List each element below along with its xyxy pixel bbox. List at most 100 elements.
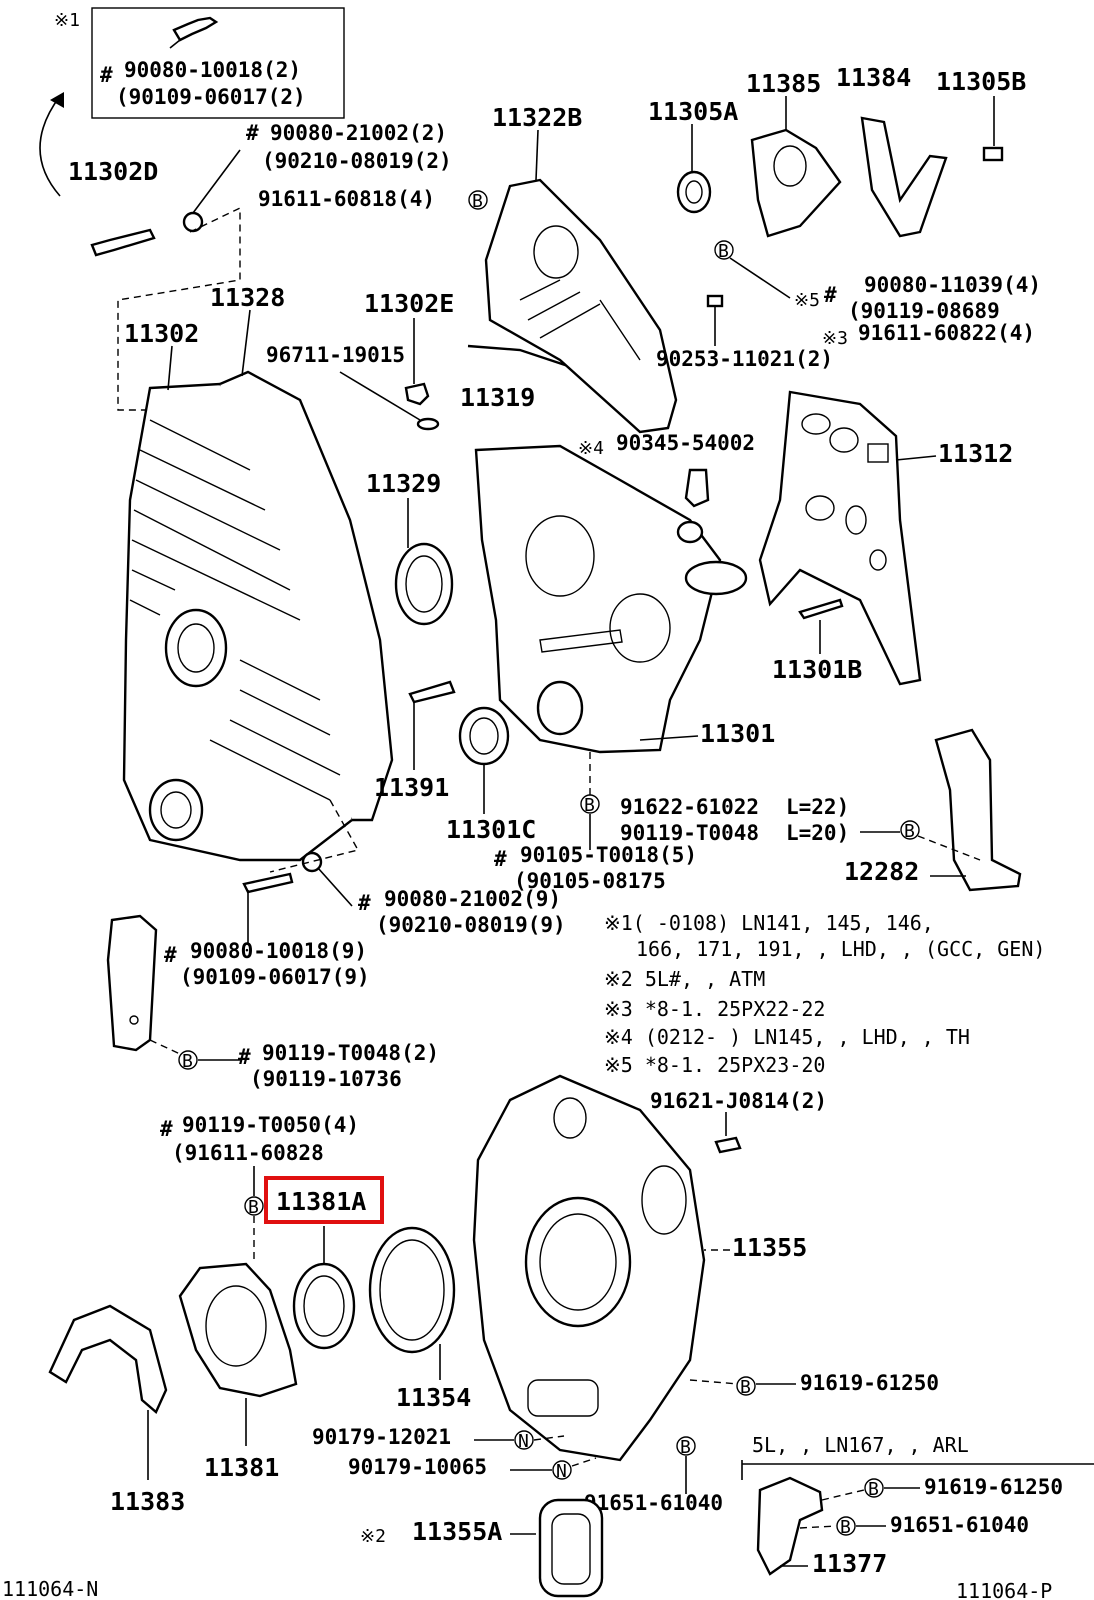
part-91619-61250-b[interactable]: 91619-61250 [924,1475,1063,1499]
part-90105-T0018[interactable]: 90105-T0018(5) [520,843,697,867]
gasket-11312: 11312 11301B [758,390,1013,686]
part-90080-21002-2[interactable]: 90080-21002(2) [270,121,447,145]
label-11305A[interactable]: 11305A [648,97,738,126]
inset-arrow [39,95,61,197]
svg-text:#: # [164,943,177,967]
part-90109-06017-2[interactable]: (90109-06017(2) [116,85,306,109]
svg-text:#: # [494,847,507,871]
part-90179-12021[interactable]: 90179-12021 [312,1425,451,1449]
n-markers: 90179-12021 N 90179-10065 N [312,1425,597,1482]
retainer-11381: 11381 11383 [48,1262,298,1516]
label-11329[interactable]: 11329 [366,469,441,498]
label-11328[interactable]: 11328 [210,283,285,312]
label-11301C[interactable]: 11301C [446,815,536,844]
label-12282[interactable]: 12282 [844,857,919,886]
label-11319[interactable]: 11319 [460,383,535,412]
inset-bolt [172,16,219,42]
plug-90345: ※4 90345-54002 [578,431,755,508]
svg-text:B: B [182,1051,193,1072]
cover-plate-11322B: 11322B [484,103,678,434]
svg-text:※2: ※2 [360,1526,386,1547]
part-90119-T0050[interactable]: 90119-T0050(4) [182,1113,359,1137]
label-11381[interactable]: 11381 [204,1453,279,1482]
part-91651-61040-b[interactable]: 91651-61040 [890,1513,1029,1537]
part-91611-60828[interactable]: (91611-60828 [172,1141,324,1165]
seal-11305A: 11305A [648,97,738,214]
note-2: ※2 5L#, , ATM [604,967,765,991]
note-3: ※3 *8-1. 25PX22-22 [604,997,825,1021]
svg-text:N: N [556,1461,567,1482]
arrow-head-icon [50,92,64,108]
part-90179-10065[interactable]: 90179-10065 [348,1455,487,1479]
note-4: ※4 (0212- ) LN145, , LHD, , TH [604,1025,970,1049]
part-90109-06017-9[interactable]: (90109-06017(9) [180,965,370,989]
part-96711-19015[interactable]: 96711-19015 [266,343,405,367]
part-L22: L=22) [786,795,849,819]
note-1a: ※1( -0108) LN141, 145, 146, [604,911,934,935]
part-91619-61250-a[interactable]: 91619-61250 [800,1371,939,1395]
part-90080-10018-2[interactable]: 90080-10018(2) [124,58,301,82]
label-11355A[interactable]: 11355A [412,1517,502,1546]
part-90080-10018-9[interactable]: 90080-10018(9) [190,939,367,963]
ref1-mark: ※1 [54,10,80,31]
part-90119-T0048-2[interactable]: 90119-T0048(2) [262,1041,439,1065]
svg-text:#: # [358,891,371,915]
svg-text:※3: ※3 [822,328,848,349]
label-11302E[interactable]: 11302E [364,289,454,318]
label-11305B[interactable]: 11305B [936,67,1026,96]
svg-text:#: # [100,63,113,87]
label-11312[interactable]: 11312 [938,439,1013,468]
part-91622-61022[interactable]: 91622-61022 [620,795,759,819]
label-11377[interactable]: 11377 [812,1549,887,1578]
part-90080-11039[interactable]: 90080-11039(4) [864,273,1041,297]
part-90105-08175[interactable]: (90105-08175 [514,869,666,893]
svg-text:B: B [740,1377,751,1398]
part-91611-60818[interactable]: 91611-60818(4) [258,187,435,211]
svg-text:#: # [160,1117,173,1141]
part-90119-T0048[interactable]: 90119-T0048 [620,821,759,845]
inset-box: ※1 # 90080-10018(2) (90109-06017(2) [39,7,345,197]
bracket-11377: 5L, , LN167, , ARL B 91619-61250 B 91651… [741,1433,1094,1578]
left-bracket: B # 90119-T0048(2) (90119-10736 [106,914,439,1091]
part-90119-10736[interactable]: (90119-10736 [250,1067,402,1091]
bracket-12282: B 12282 [844,728,1022,892]
label-11302D[interactable]: 11302D [68,157,158,186]
svg-text:※5: ※5 [794,290,820,311]
label-11355[interactable]: 11355 [732,1233,807,1262]
parts-11302E-group: 11302E 96711-19015 11319 [266,289,641,431]
part-90119-08689[interactable]: (90119-08689 [848,299,1000,323]
timing-cover-11302: 11302 11328 [122,283,394,862]
stud-11302D: 11302D # 90080-21002(2) (90210-08019(2) … [68,121,488,411]
svg-text:※4: ※4 [578,438,604,459]
label-11354[interactable]: 11354 [396,1383,471,1412]
label-11385[interactable]: 11385 [746,69,821,98]
svg-text:B: B [904,821,915,842]
label-11302[interactable]: 11302 [124,319,199,348]
figure-id-right: 111064-P [956,1579,1052,1600]
svg-text:B: B [718,241,729,262]
part-90210-08019-2[interactable]: (90210-08019(2) [262,149,452,173]
svg-text:B: B [584,795,595,816]
part-90253-11021[interactable]: 90253-11021(2) [656,347,833,371]
label-11301B[interactable]: 11301B [772,655,862,684]
label-11384[interactable]: 11384 [836,63,911,92]
part-91621-J0814[interactable]: 91621-J0814(2) [650,1089,827,1113]
highlight-box [264,1176,384,1224]
svg-text:B: B [680,1437,691,1458]
svg-text:#: # [246,121,259,145]
label-11391[interactable]: 11391 [374,773,449,802]
label-11383[interactable]: 11383 [110,1487,185,1516]
part-90080-21002-9[interactable]: 90080-21002(9) [384,887,561,911]
note-5: ※5 *8-1. 25PX23-20 [604,1053,825,1077]
label-11322B[interactable]: 11322B [492,103,582,132]
part-90210-08019-9[interactable]: (90210-08019(9) [376,913,566,937]
part-90345-54002[interactable]: 90345-54002 [616,431,755,455]
end-plate-11355: 11355 91621-J0814(2) B 91619-61250 B 916… [472,1074,939,1515]
part-91611-60822[interactable]: 91611-60822(4) [858,321,1035,345]
cover-11355A: ※2 11355A [360,1498,604,1598]
part-91651-61040-a[interactable]: 91651-61040 [584,1491,723,1515]
note-sub: 5L, , LN167, , ARL [752,1433,969,1457]
label-11301[interactable]: 11301 [700,719,775,748]
label-11381A[interactable]: 11381A [276,1187,366,1216]
